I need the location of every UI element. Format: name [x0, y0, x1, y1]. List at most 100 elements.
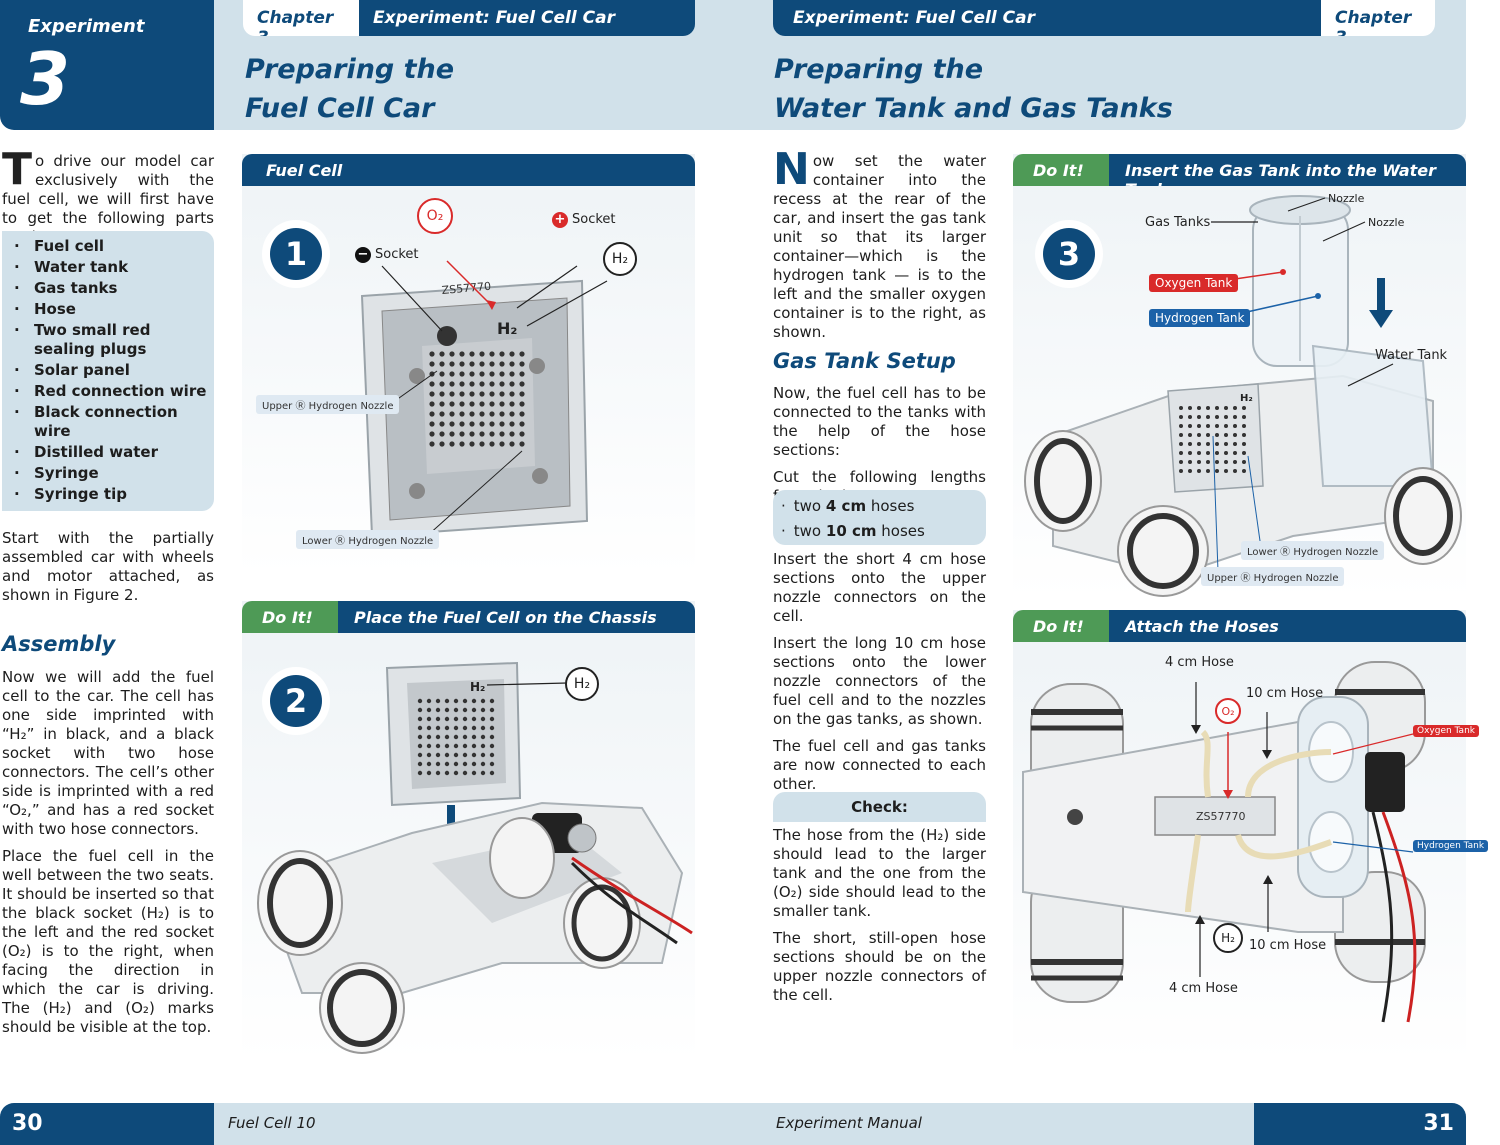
assembly-p1: Now we will add the fuel cell to the car… — [2, 668, 214, 838]
hose4-top-label: 4 cm Hose — [1165, 655, 1234, 670]
electrode-dot — [435, 734, 441, 740]
electrode-dot — [479, 351, 485, 357]
o2-hose-marker-text: O₂ — [1221, 704, 1235, 718]
electrode-dot — [444, 761, 450, 767]
h2-marker: H₂ — [603, 242, 637, 276]
intro-text: o drive our model car exclusively with t… — [2, 152, 214, 246]
h2-line-2 — [486, 682, 568, 686]
electrode-dot — [489, 401, 495, 407]
socket-neg-line — [381, 265, 443, 332]
gas-p3: Insert the short 4 cm hose sections onto… — [773, 550, 986, 625]
attach-hoses-header: Do It! Attach the Hoses — [1013, 610, 1466, 642]
nozzle-label-1: Nozzle — [1328, 192, 1365, 205]
electrode-dot — [509, 401, 515, 407]
footer-band — [0, 1103, 1466, 1145]
water-tank-label: Water Tank — [1375, 348, 1448, 363]
electrode-dot — [499, 391, 505, 397]
electrode-dot — [439, 441, 445, 447]
electrode-dot — [1206, 415, 1210, 419]
h2-hose-marker: H₂ — [1213, 923, 1243, 953]
o2-arrow — [446, 260, 493, 307]
right-intro-text: ow set the water container into the rece… — [773, 152, 986, 341]
electrode-dot — [479, 361, 485, 367]
oxygen-tank-tag: Oxygen Tank — [1149, 274, 1239, 292]
electrode-dot — [509, 351, 515, 357]
left-title-line1: Preparing the — [245, 54, 455, 85]
electrode-dot — [1188, 451, 1192, 455]
electrode-dot — [1233, 433, 1237, 437]
electrode-dot — [453, 743, 459, 749]
electrode-dot — [426, 698, 432, 704]
electrode-dot — [489, 707, 495, 713]
electrode-dot — [489, 716, 495, 722]
experiment-badge: Experiment 3 — [0, 0, 214, 130]
electrode-dot — [444, 698, 450, 704]
left-title-line2: Fuel Cell Car — [245, 93, 435, 124]
parts-list-item: Hose — [2, 300, 214, 319]
electrode-dot — [480, 743, 486, 749]
chassis-illustration: H₂ — [257, 661, 693, 1054]
electrode-dot — [435, 752, 441, 758]
electrode-dot — [499, 361, 505, 367]
electrode-dot — [453, 734, 459, 740]
hose-item-2-bold: 10 cm — [825, 522, 877, 540]
electrode-dot — [429, 411, 435, 417]
electrode-dot — [1188, 469, 1192, 473]
electrode-dot — [439, 371, 445, 377]
dropcap-t: T — [2, 144, 33, 195]
check-p1: The hose from the (H₂) side should lead … — [773, 826, 986, 920]
electrode-dot — [480, 698, 486, 704]
assembly-p2: Place the fuel cell in the well between … — [2, 847, 214, 1036]
hydrogen-tank-tag-4: Hydrogen Tank — [1413, 840, 1489, 852]
electrode-dot — [453, 716, 459, 722]
electrode-dot — [1179, 469, 1183, 473]
electrode-dot — [489, 361, 495, 367]
parts-list-item: Two small red sealing plugs — [2, 321, 214, 359]
electrode-dot — [1242, 442, 1246, 446]
do-it-label-3: Do It! — [1013, 154, 1109, 186]
footer-right-page-number: 31 — [1423, 1111, 1454, 1136]
parts-list-item: Water tank — [2, 258, 214, 277]
electrode-dot — [1179, 415, 1183, 419]
electrode-dot — [1215, 442, 1219, 446]
electrode-dot — [471, 716, 477, 722]
electrode-dot — [426, 770, 432, 776]
electrode-dot — [1224, 406, 1228, 410]
electrode-dot — [1197, 469, 1201, 473]
left-page-title: Preparing the Fuel Cell Car — [245, 50, 454, 128]
electrode-dot — [479, 391, 485, 397]
socket-positive-label: +Socket — [552, 212, 616, 228]
insert-gas-tank-figure: Do It! Insert the Gas Tank into the Wate… — [1013, 154, 1466, 599]
insert-gas-tank-header: Do It! Insert the Gas Tank into the Wate… — [1013, 154, 1466, 186]
electrode-dot — [449, 391, 455, 397]
electrode-dot — [1215, 424, 1219, 428]
step-3-badge: 3 — [1043, 228, 1095, 280]
hose-list-box: ·two 4 cm hoses ·two 10 cm hoses — [773, 490, 986, 545]
electrode-dot — [489, 752, 495, 758]
check-heading: Check: — [851, 798, 908, 816]
electrode-dot — [489, 421, 495, 427]
hydrogen-tank-tag: Hydrogen Tank — [1149, 309, 1251, 327]
electrode-dot — [462, 707, 468, 713]
electrode-dot — [449, 371, 455, 377]
electrode-dot — [417, 725, 423, 731]
electrode-dot — [444, 716, 450, 722]
electrode-dot — [519, 381, 525, 387]
electrode-dot — [519, 391, 525, 397]
h2-hose-marker-text: H₂ — [1221, 931, 1235, 945]
electrode-dot — [479, 411, 485, 417]
electrode-dot — [429, 391, 435, 397]
assembly-text: Now we will add the fuel cell to the car… — [2, 668, 214, 1045]
electrode-dot — [459, 391, 465, 397]
electrode-dot — [453, 752, 459, 758]
electrode-dot — [479, 401, 485, 407]
electrode-dot — [1188, 460, 1192, 464]
socket-positive-text: Socket — [572, 212, 616, 227]
parts-list: Fuel cellWater tankGas tanksHoseTwo smal… — [2, 237, 214, 504]
fuel-cell-h2-mark: H₂ — [497, 319, 517, 338]
electrode-dot — [1188, 442, 1192, 446]
electrode-dot — [1179, 460, 1183, 464]
electrode-dot — [462, 698, 468, 704]
electrode-dot — [471, 743, 477, 749]
electrode-dot — [1206, 460, 1210, 464]
